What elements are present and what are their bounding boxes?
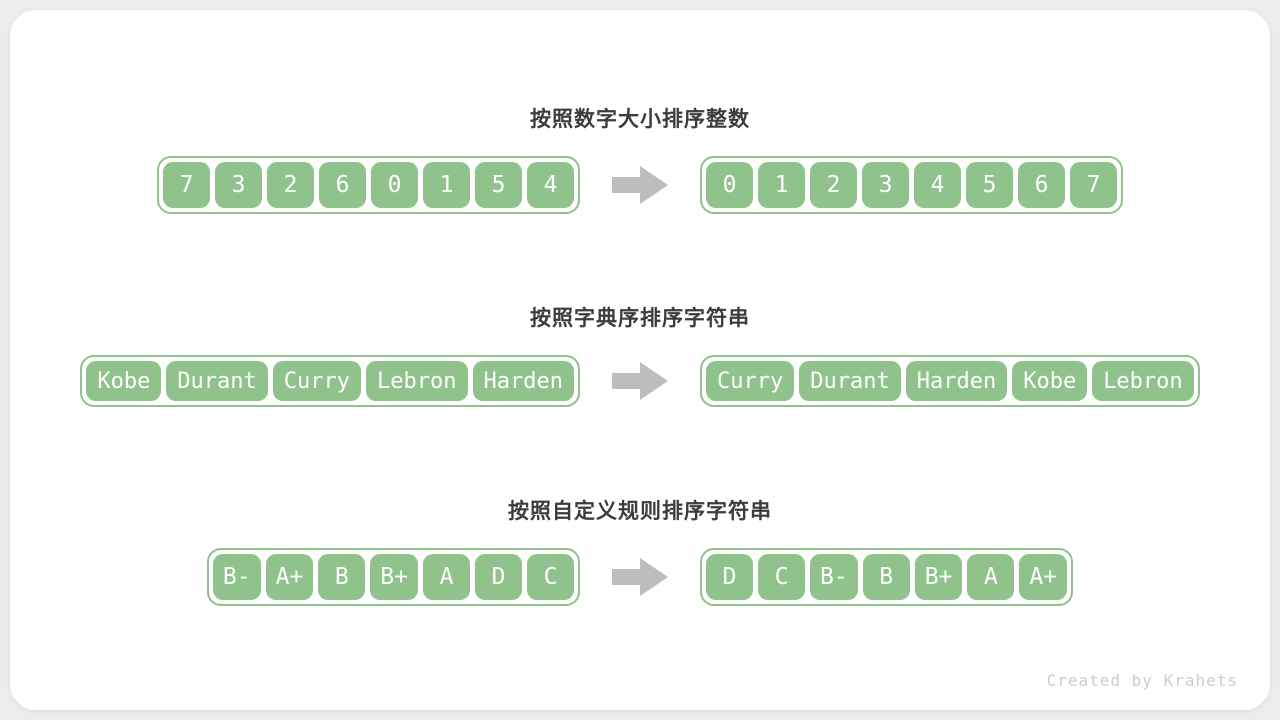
array-cell: 2 — [810, 162, 857, 208]
array-cell: Kobe — [1012, 361, 1088, 401]
array-cell: 3 — [862, 162, 909, 208]
array-cell: Lebron — [366, 361, 468, 401]
right-arrow-icon — [612, 166, 668, 204]
section-title: 按照自定义规则排序字符串 — [508, 500, 772, 523]
right-arrow-icon — [612, 558, 668, 596]
array-cell: 6 — [319, 162, 366, 208]
right-arrow-icon — [612, 362, 668, 400]
array-cell: B — [862, 554, 910, 600]
array-cell: D — [706, 554, 753, 600]
array-cell: 6 — [1018, 162, 1065, 208]
array-cell: Curry — [272, 361, 362, 401]
watermark-credit: Created by Krahets — [1046, 671, 1238, 690]
section-title: 按照字典序排序字符串 — [530, 307, 750, 330]
array-cell: 4 — [527, 162, 574, 208]
array-cell: A+ — [1019, 554, 1068, 600]
array-cell: 4 — [914, 162, 961, 208]
array-cell: Curry — [706, 361, 795, 401]
array-cell: 0 — [371, 162, 418, 208]
array-cell: 2 — [267, 162, 314, 208]
array-cell: 5 — [966, 162, 1013, 208]
array-cell: B- — [212, 554, 261, 600]
array-cell: Durant — [799, 361, 901, 401]
array-cell: 5 — [475, 162, 522, 208]
array-cell: 7 — [1070, 162, 1117, 208]
array-cell: B+ — [914, 554, 963, 600]
array-cell: Kobe — [86, 361, 162, 401]
array-cell: B+ — [370, 554, 418, 600]
array-cell: 3 — [215, 162, 262, 208]
array-cell: A — [423, 554, 470, 600]
array-cell: B- — [810, 554, 858, 600]
array-cell: C — [527, 554, 574, 600]
array-cell: B — [318, 554, 366, 600]
array-cell: 1 — [423, 162, 470, 208]
array-cell: 0 — [706, 162, 753, 208]
array-cell: 1 — [758, 162, 805, 208]
array-cell: Lebron — [1092, 361, 1194, 401]
array-cell: 7 — [163, 162, 210, 208]
array-cell: Durant — [166, 361, 268, 401]
section-title: 按照数字大小排序整数 — [530, 108, 750, 131]
array-cell: D — [475, 554, 522, 600]
array-cell: A — [967, 554, 1015, 600]
array-cell: Harden — [472, 361, 574, 401]
array-cell: A+ — [265, 554, 314, 600]
array-cell: C — [758, 554, 805, 600]
array-cell: Harden — [905, 361, 1008, 401]
